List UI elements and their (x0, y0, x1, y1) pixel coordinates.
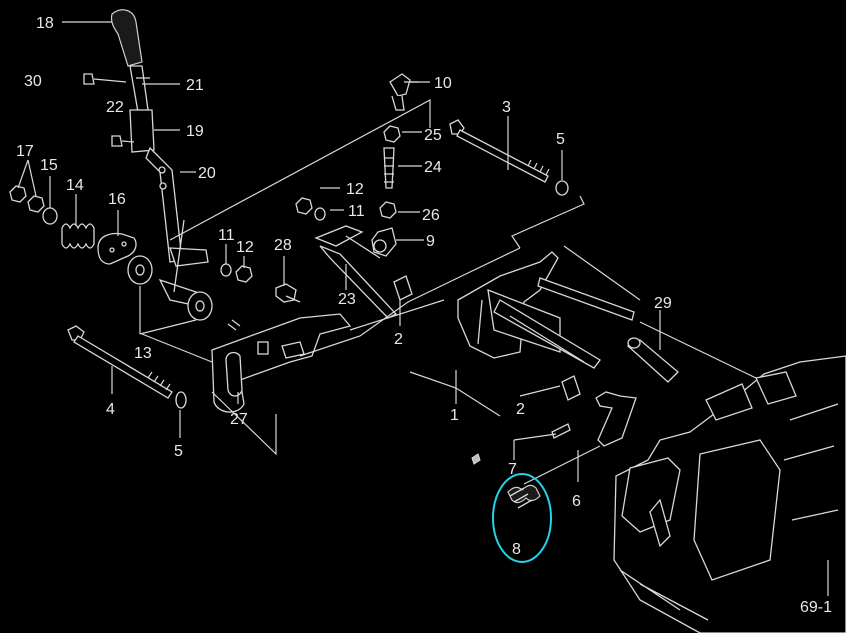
callout-12-center: 12 (346, 181, 364, 198)
callout-18: 18 (36, 15, 54, 32)
callout-15: 15 (40, 157, 58, 174)
callout-14: 14 (66, 177, 84, 194)
callout-2-lower: 2 (516, 401, 525, 418)
callout-7: 7 (508, 461, 517, 478)
callout-22: 22 (106, 99, 124, 116)
callout-labels: 18 30 21 22 19 20 17 15 14 16 11 12 13 4… (16, 15, 832, 616)
bolt-4 (67, 325, 187, 409)
callout-25: 25 (424, 127, 442, 144)
callout-2-upper: 2 (394, 331, 403, 348)
shift-lever-assembly (9, 9, 253, 321)
callout-16: 16 (108, 191, 126, 208)
callout-5-right: 5 (556, 131, 565, 148)
callout-21: 21 (186, 77, 204, 94)
callout-1: 1 (450, 407, 459, 424)
callout-20: 20 (198, 165, 216, 182)
callout-8: 8 (512, 541, 521, 558)
transmission-housing (613, 355, 846, 633)
callout-29: 29 (654, 295, 672, 312)
callout-27: 27 (230, 411, 248, 428)
callout-3: 3 (502, 99, 511, 116)
bolt-3 (449, 119, 569, 196)
callout-11-left: 11 (218, 227, 235, 244)
callout-11-center: 11 (348, 203, 365, 220)
callout-19: 19 (186, 123, 204, 140)
parts-6-7-8 (471, 391, 637, 509)
callout-23: 23 (338, 291, 356, 308)
callout-4: 4 (106, 401, 115, 418)
callout-13: 13 (134, 345, 152, 362)
callout-12-left: 12 (236, 239, 254, 256)
callout-69-1: 69-1 (800, 599, 832, 616)
callout-10: 10 (434, 75, 452, 92)
callout-24: 24 (424, 159, 442, 176)
center-linkage (295, 73, 581, 401)
callout-30: 30 (24, 73, 42, 90)
callout-6: 6 (572, 493, 581, 510)
leader-lines (17, 21, 829, 596)
callout-17: 17 (16, 143, 34, 160)
callout-28: 28 (274, 237, 292, 254)
callout-9: 9 (426, 233, 435, 250)
bracket-1 (457, 251, 679, 383)
callout-5-left: 5 (174, 443, 183, 460)
callout-26: 26 (422, 207, 440, 224)
highlight-ring (492, 473, 552, 563)
bracket-27 (211, 283, 352, 413)
